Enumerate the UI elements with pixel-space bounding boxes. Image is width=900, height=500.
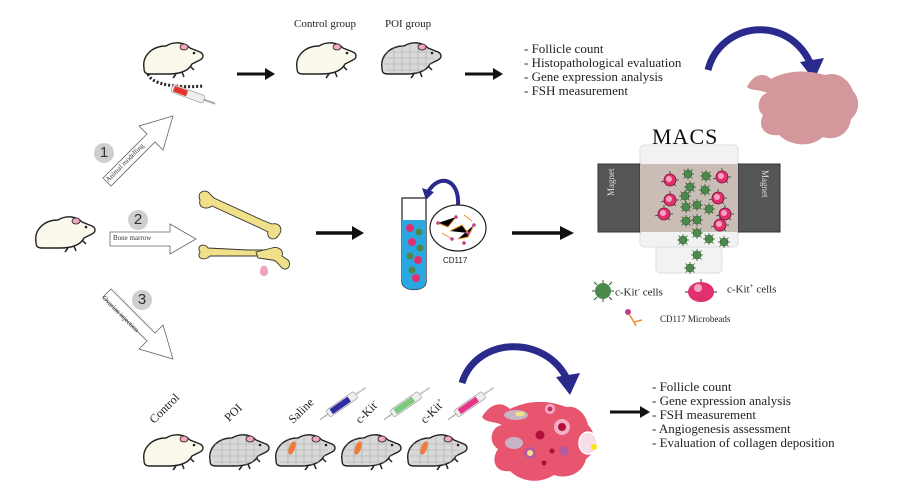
bones-illustration (198, 190, 291, 276)
injected-mouse (142, 42, 216, 105)
step-3-arrow (102, 288, 174, 360)
legend-microbeads: CD117 Microbeads (660, 314, 731, 324)
bottom-label-control: Control (146, 390, 183, 427)
test-tube (401, 197, 427, 291)
magnet-right-label: Magnet (760, 170, 770, 198)
microbead-legend-icon (625, 309, 643, 327)
bottom-ckit-neg-mouse (340, 434, 402, 471)
arrow-middle-2 (512, 226, 574, 240)
bottom-outcome-item: - Evaluation of collagen deposition (652, 435, 835, 450)
pos-cell-legend-icon (685, 279, 717, 302)
bottom-poi-mouse (208, 434, 270, 471)
top-outcome-item: - FSH measurement (524, 83, 628, 98)
bottom-outcome-item: - FSH measurement (652, 407, 756, 422)
tube-curved-arrow (422, 178, 461, 207)
arrow-top-2 (465, 68, 503, 80)
ckit-pos-syringe (447, 386, 495, 421)
step-2-number: 2 (128, 210, 148, 230)
step-2-arrow (109, 223, 197, 255)
step-3-number: 3 (132, 290, 152, 310)
cd117-circle (429, 204, 487, 252)
neg-cell-legend-icon (592, 280, 614, 302)
bottom-outcomes-list: - Follicle count - Gene expression analy… (652, 380, 835, 450)
top-outcome-item: - Follicle count (524, 41, 604, 56)
bottom-outcome-item: - Gene expression analysis (652, 393, 791, 408)
curved-arrow-bottom (458, 343, 580, 395)
cd117-label: CD117 (443, 256, 468, 265)
legend-pos-cells: c-Kit+ cells (727, 282, 777, 296)
arrow-top-1 (237, 68, 275, 80)
bottom-saline-mouse (274, 434, 336, 471)
control-mouse-top (295, 42, 357, 79)
curved-arrow-top (704, 26, 824, 80)
poi-mouse-top (380, 42, 442, 79)
bottom-control-mouse (142, 434, 204, 471)
bottom-outcome-item: - Follicle count (652, 379, 732, 394)
ovary-bottom (482, 401, 598, 481)
legend-neg-cells: c-Kit- cells (615, 285, 663, 299)
label-control-group: Control group (294, 18, 357, 30)
top-outcome-item: - Gene expression analysis (524, 69, 663, 84)
arrow-bottom (610, 406, 650, 418)
ovary-top (747, 71, 859, 145)
ckit-neg-syringe (383, 386, 431, 421)
magnet-left-label: Magnet (606, 168, 616, 197)
step-2-label: Bone marrow (113, 234, 152, 242)
saline-syringe (319, 386, 367, 421)
arrow-middle-1 (316, 226, 364, 240)
label-poi-group: POI group (385, 18, 432, 30)
source-mouse (34, 216, 96, 253)
bottom-ckit-pos-mouse (406, 434, 468, 471)
top-outcomes-list: - Follicle count - Histopathological eva… (524, 42, 681, 98)
top-outcome-item: - Histopathological evaluation (524, 55, 682, 70)
bottom-label-poi: POI (221, 400, 245, 425)
bottom-outcome-item: - Angiogenesis assessment (652, 421, 791, 436)
step-1-arrow (102, 115, 174, 187)
macs-column (597, 144, 781, 275)
step-1-number: 1 (94, 143, 114, 163)
bottom-label-saline: Saline (285, 395, 317, 427)
